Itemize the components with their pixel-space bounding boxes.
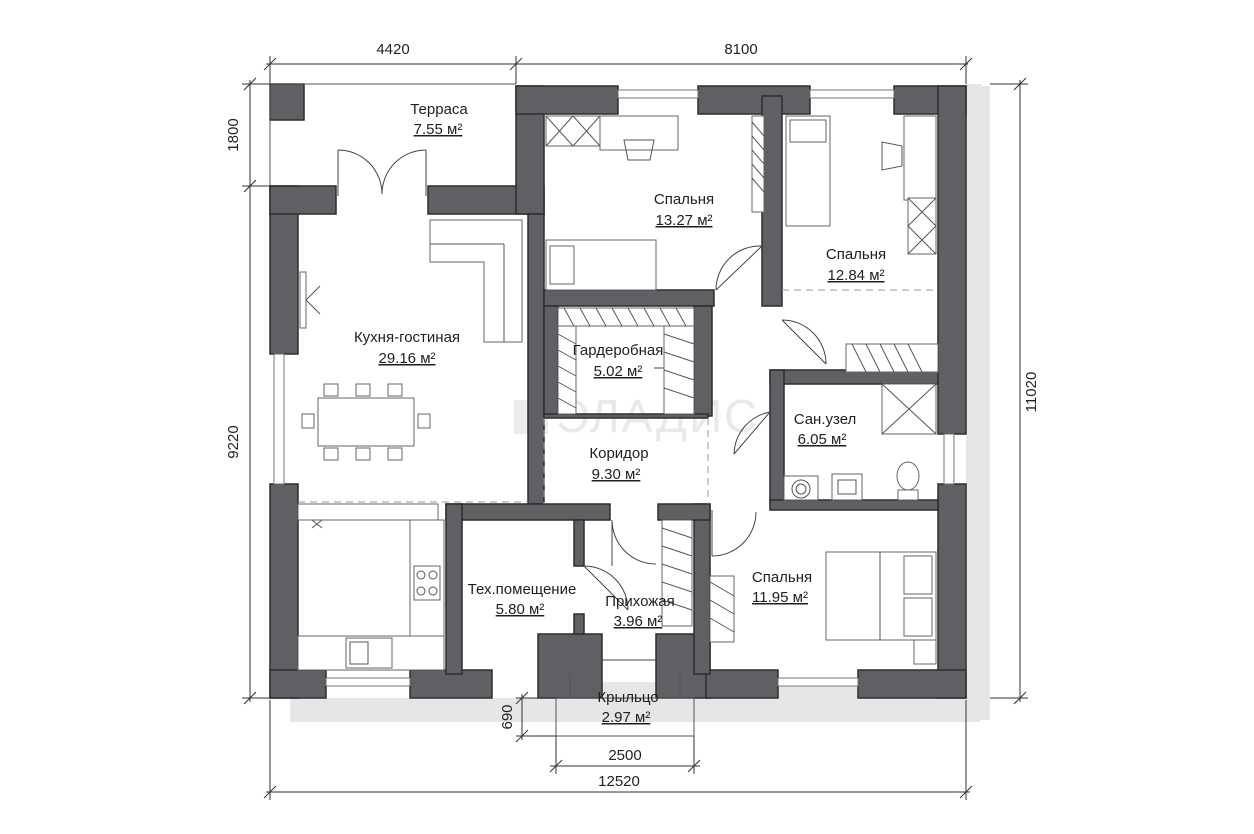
toilet <box>896 461 920 491</box>
porch-area: 2.97 м² <box>602 709 651 726</box>
sofa <box>429 219 523 343</box>
bath-area: 6.05 м² <box>798 431 847 448</box>
bed2-wardrobe <box>845 343 939 373</box>
wall-top-1 <box>515 85 619 115</box>
kitchen-sink <box>345 637 393 669</box>
wall-hall-top-right <box>657 503 711 521</box>
kitchen-name: Кухня-гостиная <box>354 329 460 346</box>
room-labels: Терраса 7.55 м² Спальня 13.27 м² Спальня… <box>354 101 886 726</box>
tech-name: Тех.помещение <box>468 581 577 598</box>
wall-bottom-3 <box>705 669 779 699</box>
kitchen-area: 29.16 м² <box>378 350 435 367</box>
stove <box>413 565 441 601</box>
bed3-nightstand <box>913 639 937 665</box>
bath-name: Сан.узел <box>794 411 857 428</box>
dim-left-main: 9220 <box>225 425 242 458</box>
bed2-desk <box>903 115 937 201</box>
bed1-chair <box>623 139 655 161</box>
wall-tech-left <box>445 503 463 675</box>
wall-tech-top <box>445 503 611 521</box>
terrace <box>269 83 516 186</box>
dim-porch-width: 2500 <box>608 747 641 764</box>
corridor-name: Коридор <box>589 445 648 462</box>
bed3-area: 11.95 м² <box>752 589 808 606</box>
wall-right-upper <box>937 85 967 435</box>
terrace-name: Терраса <box>410 101 468 118</box>
wall-top-kitchen-left <box>269 185 337 215</box>
wall-kitchen-corridor <box>527 213 545 505</box>
wall-left-lower <box>269 483 299 699</box>
bed1-cabinet <box>545 115 601 147</box>
dim-top-right: 8100 <box>724 41 757 58</box>
washbasin <box>831 473 863 501</box>
hall-name: Прихожая <box>605 593 675 610</box>
wall-bottom-1 <box>269 669 327 699</box>
terrace-area: 7.55 м² <box>414 121 463 138</box>
bed1-wardrobe <box>751 115 765 213</box>
bed2-name: Спальня <box>826 246 886 263</box>
corridor-area: 9.30 м² <box>592 466 641 483</box>
dining-table <box>317 397 415 447</box>
wall-tech-hall <box>573 519 585 567</box>
bed2-cabinet <box>907 197 937 255</box>
building-shadow <box>288 84 990 722</box>
bed2-chair <box>881 141 903 171</box>
wardrobe-shelf-top <box>557 307 695 327</box>
wardrobe-name: Гардеробная <box>573 342 664 359</box>
counter-top <box>297 503 439 521</box>
hall-area: 3.96 м² <box>614 613 663 630</box>
dim-porch-depth: 690 <box>499 704 516 729</box>
bed3-name: Спальня <box>752 569 812 586</box>
dim-right-total: 11020 <box>1023 372 1040 413</box>
wall-wardrobe-right <box>693 305 713 417</box>
wall-bed1-bed2 <box>761 95 783 307</box>
furniture <box>297 115 939 737</box>
bed1-desk <box>599 115 679 151</box>
porch-outline <box>555 697 695 737</box>
zone-lines <box>298 289 938 504</box>
dimensions: 4420 8100 1800 9220 11020 690 2500 <box>225 41 1040 800</box>
dim-left-top: 1800 <box>225 118 242 151</box>
tv <box>299 271 307 329</box>
wall-tech-hall-lower <box>573 613 585 635</box>
tech-area: 5.80 м² <box>496 601 545 618</box>
wall-right-lower <box>937 483 967 699</box>
wall-bath-bottom <box>769 499 939 511</box>
wall-bottom-4 <box>857 669 967 699</box>
dim-bottom-total: 12520 <box>598 773 640 790</box>
bed1-area: 13.27 м² <box>655 212 712 229</box>
wall-bath-left <box>769 369 785 505</box>
wardrobe-area: 5.02 м² <box>594 363 643 380</box>
wall-wardrobe-left <box>543 305 559 417</box>
wardrobe-shelf-left <box>557 325 577 415</box>
bed2-area: 12.84 м² <box>827 267 884 284</box>
dim-top-left: 4420 <box>376 41 409 58</box>
dining-chairs <box>301 383 431 461</box>
bed1-name: Спальня <box>654 191 714 208</box>
bed3-wardrobe <box>709 575 735 643</box>
terrace-column <box>269 83 305 121</box>
windows <box>273 89 955 687</box>
wall-hall-bed3 <box>693 503 711 675</box>
wall-wardrobe-bottom <box>543 413 709 419</box>
wall-bed1-bottom <box>543 289 715 307</box>
porch-name: Крыльцо <box>597 689 658 706</box>
wall-top-2 <box>697 85 811 115</box>
